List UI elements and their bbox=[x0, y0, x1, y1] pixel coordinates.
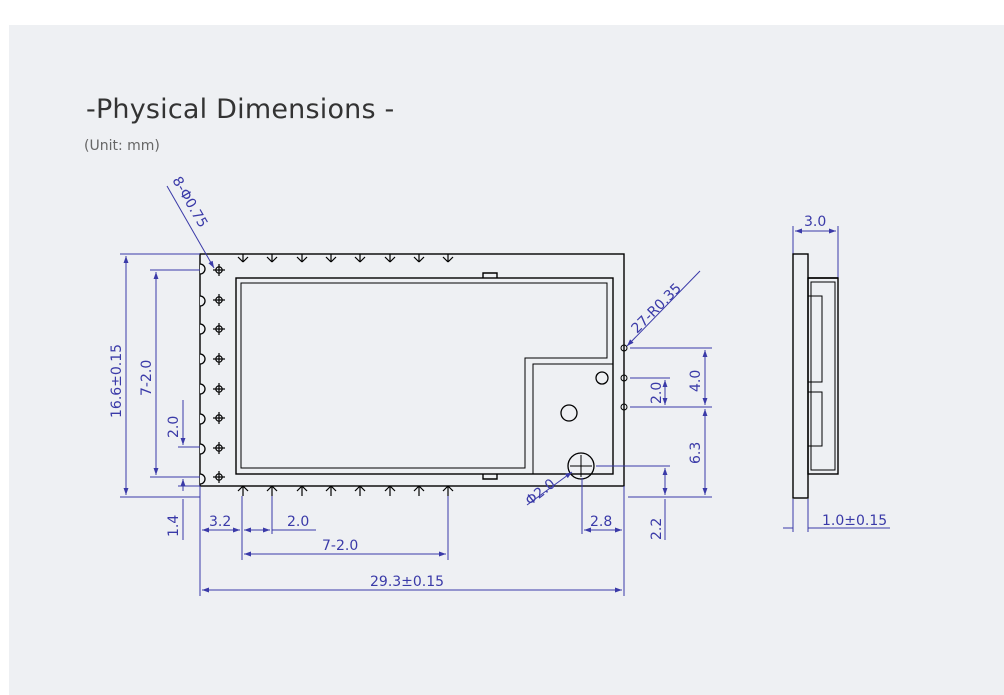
dimension-lines bbox=[120, 185, 890, 596]
side-component-lower bbox=[807, 391, 823, 447]
module-side-view bbox=[792, 253, 839, 499]
shield-tab-bottom bbox=[482, 474, 498, 480]
width-label: 29.3±0.15 bbox=[370, 574, 444, 590]
pcb-thickness-label: 1.0±0.15 bbox=[822, 513, 887, 529]
page-title: -Physical Dimensions - bbox=[86, 94, 395, 125]
mounting-hole bbox=[567, 452, 595, 480]
left-pitch-span-label: 7-2.0 bbox=[139, 360, 155, 396]
left-castellations bbox=[199, 263, 206, 485]
shield-inner-edge bbox=[240, 282, 608, 469]
right-upper-label: 4.0 bbox=[688, 370, 704, 392]
small-hole-1 bbox=[595, 371, 609, 385]
unit-caption: (Unit: mm) bbox=[84, 138, 160, 154]
side-component-upper bbox=[807, 295, 823, 383]
right-pitch-label: 2.0 bbox=[649, 382, 665, 404]
top-pad-marks bbox=[237, 254, 454, 263]
shield-tab-top bbox=[482, 272, 498, 278]
shield-can bbox=[235, 277, 614, 475]
side-thickness-label: 3.0 bbox=[804, 214, 826, 230]
left-pitch-label: 2.0 bbox=[166, 416, 182, 438]
right-lower-label: 6.3 bbox=[688, 442, 704, 464]
shield-notch bbox=[532, 363, 613, 474]
bottom-offset-label: 1.4 bbox=[166, 515, 182, 537]
hole-diameter-label: Φ2.0 bbox=[523, 476, 559, 509]
left-offset-label: 3.2 bbox=[209, 514, 231, 530]
module-top-view bbox=[199, 253, 625, 487]
small-hole-2 bbox=[560, 404, 578, 422]
bottom-pitch-label: 2.0 bbox=[287, 514, 309, 530]
bottom-pad-marks bbox=[237, 485, 454, 496]
height-label: 16.6±0.15 bbox=[109, 344, 125, 418]
left-pad-marks bbox=[213, 264, 225, 483]
pad-holes-label: 8-Φ0.75 bbox=[169, 174, 211, 231]
corner-radius-label: 27-R0.35 bbox=[629, 280, 685, 336]
hole-y-label: 2.2 bbox=[649, 518, 665, 540]
bottom-pitch-span-label: 7-2.0 bbox=[322, 538, 358, 554]
hole-x-label: 2.8 bbox=[590, 514, 612, 530]
right-holes bbox=[560, 344, 628, 480]
